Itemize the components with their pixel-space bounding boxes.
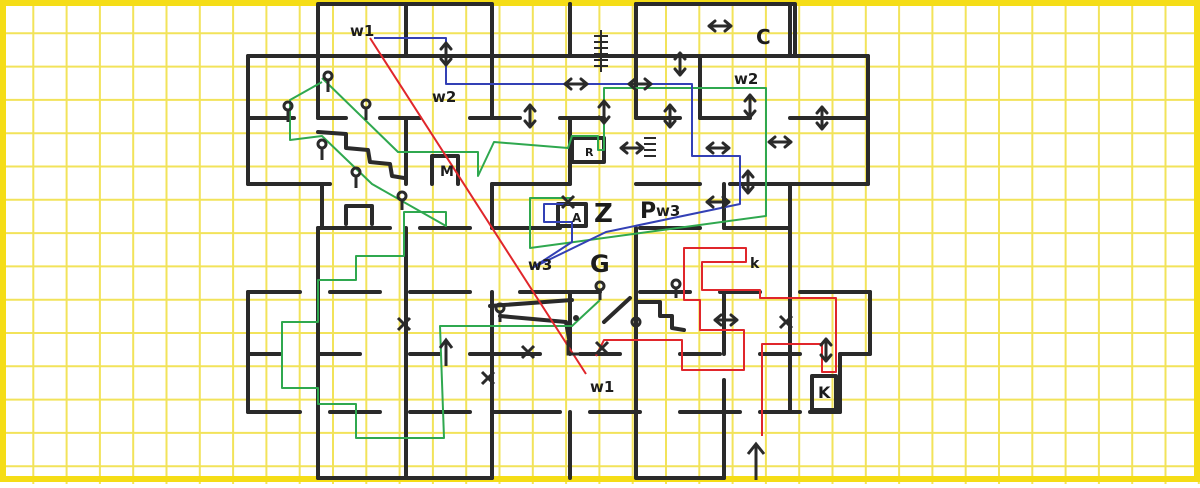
key-icon (350, 166, 362, 188)
ramps (438, 315, 766, 480)
label-r: R (585, 146, 594, 159)
double-arrow-icon (627, 77, 653, 91)
double-arrow-icon (563, 77, 589, 91)
coils (594, 30, 656, 157)
key-icon (670, 278, 682, 298)
route-red (595, 247, 837, 436)
double-arrow-icon (439, 41, 453, 67)
double-arrow-icon (819, 337, 833, 363)
coil-icon (644, 137, 656, 157)
double-arrow-icon (713, 313, 739, 327)
double-arrow-icon (619, 141, 645, 155)
x-mark-icon (520, 344, 536, 360)
key-icon (630, 316, 642, 336)
wall-inner-stair-1 (316, 130, 406, 180)
double-arrow-icon (705, 141, 731, 155)
wall-room-k (810, 374, 838, 412)
wall-verticals-2 (490, 2, 572, 480)
ramp-dot (573, 315, 579, 321)
door-arrows (439, 19, 833, 363)
label-m: M (440, 164, 454, 180)
label-g: G (590, 250, 610, 278)
labels: w1 w1 w2 w2 w3 w3 C M Z P G A k K R (350, 22, 831, 402)
label-w3-left: w3 (528, 256, 552, 274)
up-arrow-icon (438, 337, 454, 366)
label-w2-upper: w2 (432, 88, 456, 106)
label-a: A (572, 211, 582, 225)
label-w3-right: w3 (656, 202, 680, 220)
label-w1-top: w1 (350, 22, 374, 40)
route-blue (374, 37, 741, 269)
x-mark-icon (560, 194, 576, 210)
label-p: P (640, 199, 656, 224)
key-icon (316, 138, 328, 160)
key-icon (322, 70, 334, 92)
double-arrow-icon (767, 135, 793, 149)
key-icon (594, 280, 606, 300)
double-arrow-icon (815, 105, 829, 131)
key-icon (494, 302, 506, 322)
double-arrow-icon (705, 195, 731, 209)
wall-inner-ramp (602, 296, 632, 324)
label-w2-right: w2 (734, 70, 758, 88)
x-mark-icon (396, 316, 412, 332)
label-k-bottom: K (818, 383, 831, 402)
double-arrow-icon (523, 103, 537, 129)
wall-room-r (570, 136, 606, 164)
key-icon (282, 100, 294, 122)
double-arrow-icon (673, 51, 687, 77)
crosses (396, 194, 794, 386)
double-arrow-icon (741, 169, 755, 195)
key-icon (360, 98, 372, 120)
double-arrow-icon (743, 93, 757, 119)
wall-lower-right-outer (838, 290, 872, 414)
coil-icon (594, 30, 608, 72)
x-mark-icon (778, 314, 794, 330)
label-c: C (756, 25, 771, 49)
key-icon (396, 190, 408, 210)
label-w1-bottom: w1 (590, 378, 614, 396)
wall-room-a (556, 202, 588, 228)
label-k-top: k (750, 256, 760, 272)
wall-inner-stair-3 (634, 300, 686, 332)
ramp-mark (566, 340, 580, 356)
wall-verticals-1 (316, 2, 408, 480)
double-arrow-icon (707, 19, 733, 33)
route-red-diagonal (369, 37, 587, 375)
double-arrow-icon (597, 99, 611, 125)
wall-room-small (344, 204, 374, 226)
x-mark-icon (480, 370, 496, 386)
double-arrow-icon (663, 103, 677, 129)
x-mark-icon (594, 340, 610, 356)
up-arrow-icon (746, 441, 766, 480)
label-z: Z (594, 199, 613, 229)
keys (282, 70, 682, 336)
